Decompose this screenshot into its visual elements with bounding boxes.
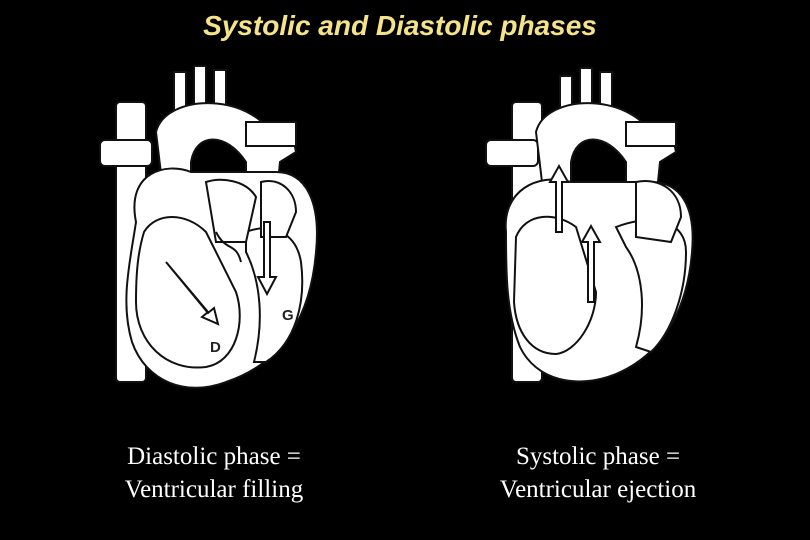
caption-line-1: Systolic phase = [448,440,748,473]
caption-diastolic: Diastolic phase = Ventricular filling [64,440,364,506]
caption-systolic: Systolic phase = Ventricular ejection [448,440,748,506]
caption-line-2: Ventricular ejection [448,473,748,506]
caption-line-1: Diastolic phase = [64,440,364,473]
right-ventricle-label: G [282,307,294,324]
caption-line-2: Ventricular filling [64,473,364,506]
heart-diagram-diastolic: D G [96,62,336,402]
page-title: Systolic and Diastolic phases [0,10,800,42]
left-ventricle-label: D [210,339,221,356]
heart-diagram-systolic [476,62,716,402]
